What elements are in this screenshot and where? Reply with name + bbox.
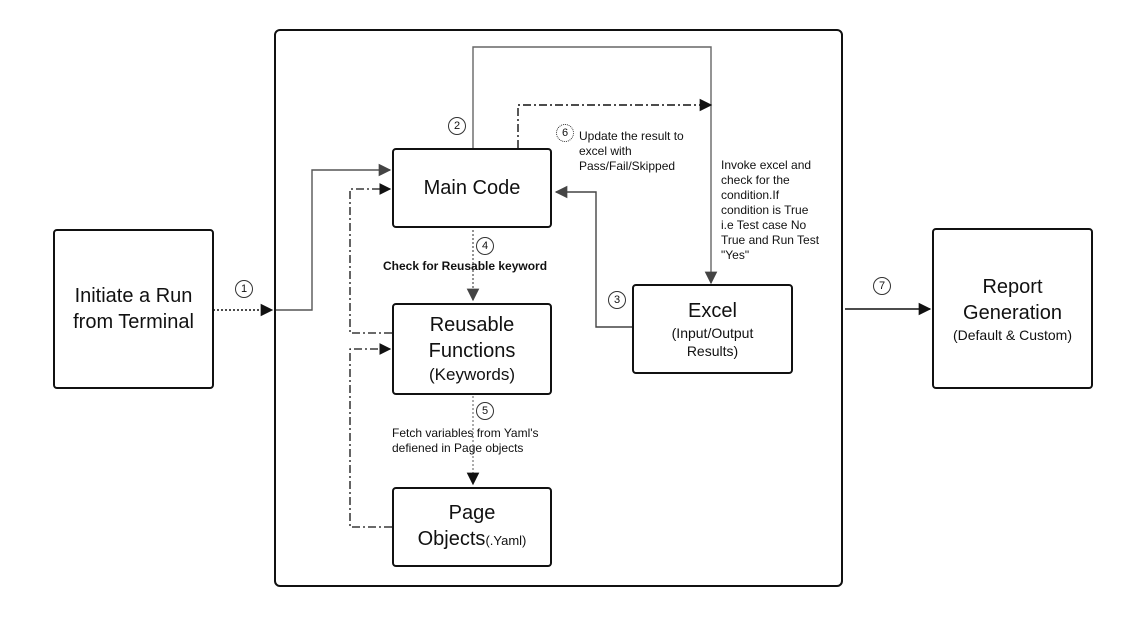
reusable-line3: (Keywords) bbox=[429, 365, 515, 384]
initiate-run-node: Initiate a Run from Terminal bbox=[53, 229, 214, 389]
page-objects-line2: Objects bbox=[417, 528, 486, 550]
update-result-line3: Pass/Fail/Skipped bbox=[579, 159, 676, 173]
arrow-update-result bbox=[517, 98, 713, 148]
invoke-excel-line6: True and Run Test bbox=[721, 233, 820, 247]
report-line3: (Default & Custom) bbox=[952, 326, 1073, 343]
reusable-functions-node: Reusable Functions (Keywords) bbox=[392, 303, 552, 395]
excel-line2: Results) bbox=[686, 343, 739, 359]
check-reusable-label: Check for Reusable keyword bbox=[383, 259, 548, 273]
excel-line1: (Input/Output bbox=[671, 325, 754, 341]
invoke-excel-line2: check for the bbox=[721, 173, 790, 187]
arrow-entry-to-main-code bbox=[275, 163, 392, 311]
main-code-node: Main Code bbox=[392, 148, 552, 228]
arrow-excel-to-main-code bbox=[554, 185, 632, 328]
report-generation-node: Report Generation (Default & Custom) bbox=[932, 228, 1093, 389]
main-code-label: Main Code bbox=[423, 177, 521, 199]
excel-node: Excel (Input/Output Results) bbox=[632, 284, 793, 374]
step-5-badge: 5 bbox=[476, 402, 494, 420]
invoke-excel-line4: condition is True bbox=[721, 203, 809, 217]
update-result-label: Update the result to excel with Pass/Fai… bbox=[579, 129, 684, 174]
page-objects-node: Page Objects(.Yaml) bbox=[392, 487, 552, 567]
arrow-page-objects-return-reusable bbox=[349, 343, 392, 528]
invoke-excel-line1: Invoke excel and bbox=[721, 158, 812, 172]
step-2-badge: 2 bbox=[448, 117, 466, 135]
invoke-excel-line5: i.e Test case No bbox=[721, 218, 807, 232]
step-1-badge: 1 bbox=[235, 280, 253, 298]
arrow-reusable-return-main bbox=[349, 183, 392, 334]
framework-container bbox=[274, 29, 843, 587]
excel-title: Excel bbox=[688, 300, 737, 322]
invoke-excel-line3: condition.If bbox=[721, 188, 780, 202]
report-line1: Report bbox=[982, 275, 1043, 298]
invoke-excel-label: Invoke excel and check for the condition… bbox=[721, 158, 819, 263]
fetch-variables-line1: Fetch variables from Yaml's bbox=[392, 426, 539, 440]
step-6-badge: 6 bbox=[556, 124, 574, 142]
report-line2: Generation bbox=[963, 301, 1062, 324]
initiate-line2: from Terminal bbox=[73, 311, 194, 333]
page-objects-line1: Page bbox=[448, 502, 496, 524]
fetch-variables-label: Fetch variables from Yaml's defiened in … bbox=[392, 426, 539, 456]
fetch-variables-line2: defiened in Page objects bbox=[392, 441, 524, 455]
reusable-line1: Reusable bbox=[429, 314, 515, 336]
step-7-badge: 7 bbox=[873, 277, 891, 295]
reusable-line2: Functions bbox=[428, 340, 516, 362]
step-4-badge: 4 bbox=[476, 237, 494, 255]
page-objects-line2-row: Objects(.Yaml) bbox=[418, 526, 527, 554]
arrow-main-code-to-excel bbox=[472, 46, 718, 285]
initiate-line1: Initiate a Run bbox=[74, 285, 193, 307]
invoke-excel-line7: "Yes" bbox=[721, 248, 750, 262]
update-result-line2: excel with bbox=[579, 144, 632, 158]
page-objects-suffix: (.Yaml) bbox=[485, 533, 527, 548]
update-result-line1: Update the result to bbox=[579, 129, 684, 143]
step-3-badge: 3 bbox=[608, 291, 626, 309]
